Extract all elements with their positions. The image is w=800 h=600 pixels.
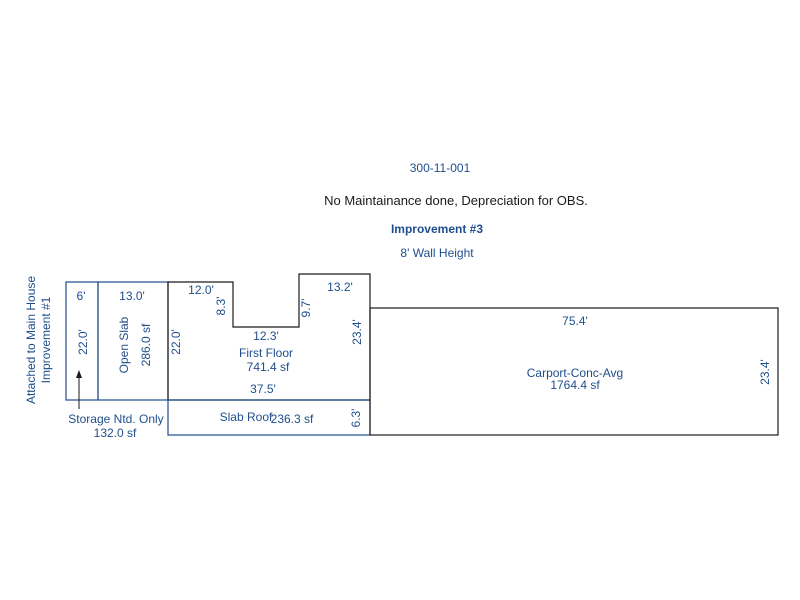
open-slab-width-label: 13.0' (119, 289, 145, 303)
improvement-title: Improvement #3 (391, 222, 483, 236)
first-floor-name: First Floor (239, 346, 293, 360)
storage-name: Storage Ntd. Only (68, 412, 163, 426)
first-floor-left-side: 22.0' (169, 329, 183, 355)
open-slab-area-label: 286.0 sf (139, 323, 153, 366)
first-floor-left-top: 12.0' (188, 283, 214, 297)
slab-roof-name: Slab Roof (220, 410, 273, 424)
carport-area: 1764.4 sf (550, 378, 600, 392)
first-floor-right-top: 13.2' (327, 280, 353, 294)
first-floor-bottom: 37.5' (250, 382, 276, 396)
storage-width-label: 6' (77, 289, 86, 303)
slab-roof-depth: 6.3' (349, 409, 363, 428)
wall-height: 8' Wall Height (400, 246, 474, 260)
note-text: No Maintainance done, Depreciation for O… (324, 193, 588, 208)
storage-area-label: 132.0 sf (94, 426, 137, 440)
carport-outline (369, 307, 779, 436)
slab-roof-area: 236.3 sf (271, 412, 314, 426)
first-floor-right-side: 23.4' (350, 319, 364, 345)
first-floor-notch-bottom: 12.3' (253, 329, 279, 343)
parcel-id: 300-11-001 (410, 161, 471, 175)
carport-depth: 23.4' (758, 359, 772, 385)
open-slab-name: Open Slab (117, 316, 131, 373)
carport-width: 75.4' (562, 314, 588, 328)
storage-depth-label: 22.0' (76, 329, 90, 355)
attached-label-line2: Improvement #1 (39, 296, 53, 383)
first-floor-left-notch: 8.3' (214, 297, 228, 316)
storage-arrow-head (76, 370, 82, 378)
carport-name: Carport-Conc-Avg (527, 366, 623, 380)
first-floor-right-notch: 9.7' (299, 299, 313, 318)
first-floor-area: 741.4 sf (247, 360, 290, 374)
attached-label-line1: Attached to Main House (24, 276, 38, 404)
